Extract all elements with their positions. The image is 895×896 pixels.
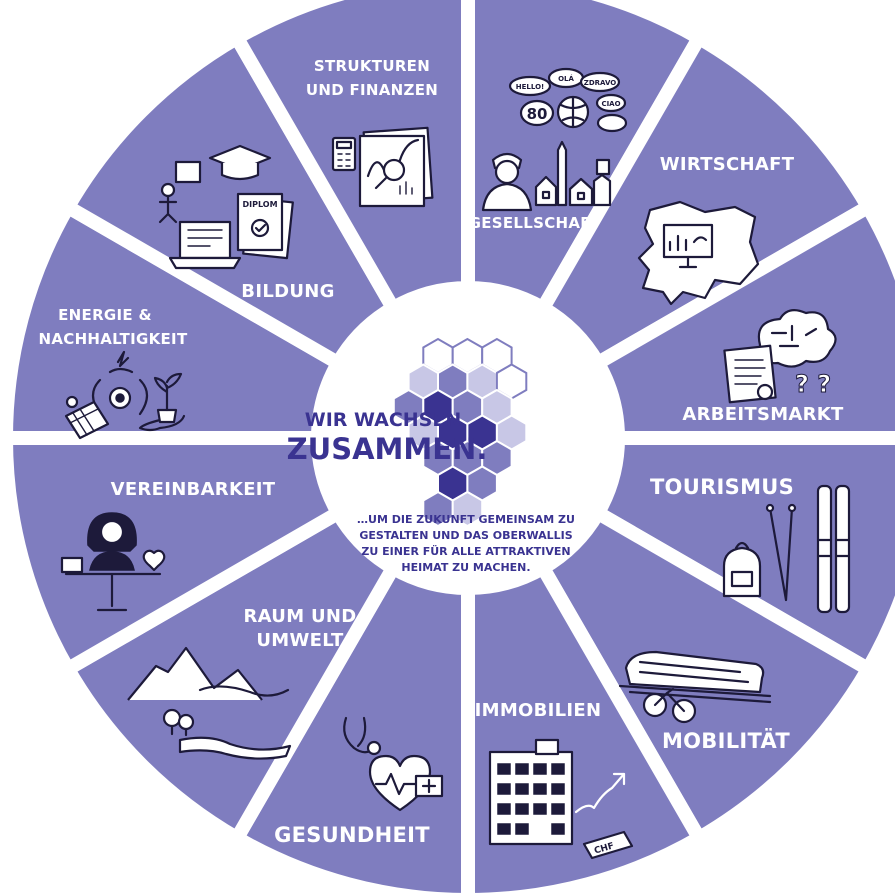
people-village-icon: HELLO! OLÁ ZDRAVO CIAO 80 bbox=[481, 67, 628, 212]
segment-label-strukturen-line1: STRUKTUREN bbox=[314, 57, 430, 75]
segment-strukturen: STRUKTUREN UND FINANZEN bbox=[306, 57, 438, 99]
segment-label-gesellschaft: GESELLSCHAFT bbox=[469, 214, 602, 232]
segment-label-arbeitsmarkt: ARBEITSMARKT bbox=[682, 404, 844, 425]
segment-label-strukturen-line2: UND FINANZEN bbox=[306, 81, 438, 99]
building-price-icon: CHF bbox=[488, 738, 634, 860]
speech-80: 80 bbox=[527, 105, 548, 123]
heart-stethoscope-icon bbox=[343, 716, 444, 812]
segment-label-raum-umwelt-line2: UMWELT bbox=[256, 630, 344, 651]
center-tagline-line3: ZU EINER FÜR ALLE ATTRAKTIVEN bbox=[361, 544, 570, 558]
segment-label-tourismus: TOURISMUS bbox=[650, 475, 794, 499]
center-tagline-line4: HEIMAT ZU MACHEN. bbox=[401, 561, 530, 574]
center-headline-line1: WIR WACHSEN bbox=[305, 409, 462, 431]
question-marks: ? ? bbox=[795, 370, 831, 398]
segment-gesellschaft: GESELLSCHAFT bbox=[469, 214, 602, 232]
segment-label-vereinbarkeit: VEREINBARKEIT bbox=[111, 479, 276, 500]
solar-wind-icon bbox=[64, 350, 186, 440]
speech-hello: HELLO! bbox=[516, 83, 544, 91]
segment-gesundheit: GESUNDHEIT bbox=[274, 823, 430, 847]
job-search-icon: ? ? bbox=[723, 308, 837, 404]
logo-hexagon bbox=[451, 490, 484, 528]
segment-vereinbarkeit: VEREINBARKEIT bbox=[111, 479, 276, 500]
diplom-label: DIPLOM bbox=[242, 200, 277, 209]
segment-label-bildung: BILDUNG bbox=[241, 281, 334, 302]
center-headline-line2: ZUSAMMEN. bbox=[287, 432, 488, 466]
segment-mobilitaet: MOBILITÄT bbox=[662, 728, 790, 753]
train-bike-icon bbox=[618, 650, 772, 724]
ski-backpack-icon bbox=[722, 484, 851, 614]
segment-bildung: BILDUNG bbox=[241, 281, 334, 302]
finance-chart-icon bbox=[331, 126, 434, 208]
segment-energie: ENERGIE & NACHHALTIGKEIT bbox=[39, 306, 188, 348]
center-tagline-line2: GESTALTEN UND DAS OBERWALLIS bbox=[359, 529, 572, 542]
segment-arbeitsmarkt: ARBEITSMARKT bbox=[682, 404, 844, 425]
speech-ciao: CIAO bbox=[601, 100, 620, 108]
speech-ola: OLÁ bbox=[558, 74, 574, 83]
balance-person-icon bbox=[60, 512, 166, 612]
segment-label-mobilitaet: MOBILITÄT bbox=[662, 728, 790, 753]
segment-tourismus: TOURISMUS bbox=[650, 475, 794, 499]
segment-immobilien: IMMOBILIEN bbox=[475, 700, 602, 721]
landscape-icon bbox=[127, 646, 292, 760]
segment-label-energie-line1: ENERGIE & bbox=[58, 306, 152, 324]
education-icon: DIPLOM bbox=[158, 144, 294, 270]
segment-label-gesundheit: GESUNDHEIT bbox=[274, 823, 430, 847]
hexagon-logo bbox=[392, 337, 528, 528]
region-map-icon bbox=[637, 200, 760, 306]
segment-label-energie-line2: NACHHALTIGKEIT bbox=[39, 330, 188, 348]
segment-label-wirtschaft: WIRTSCHAFT bbox=[660, 154, 795, 175]
segment-raum-umwelt: RAUM UND UMWELT bbox=[243, 606, 356, 651]
segment-wirtschaft: WIRTSCHAFT bbox=[660, 154, 795, 175]
segment-label-raum-umwelt-line1: RAUM UND bbox=[243, 606, 356, 627]
speech-zdravo: ZDRAVO bbox=[584, 79, 617, 87]
center-tagline-line1: …UM DIE ZUKUNFT GEMEINSAM ZU bbox=[357, 513, 575, 526]
segment-label-immobilien: IMMOBILIEN bbox=[475, 700, 602, 721]
